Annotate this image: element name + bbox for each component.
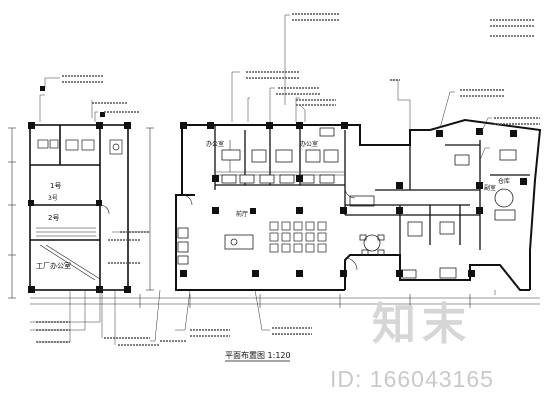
room-label-office-b: 办公室 [300,140,318,148]
left-wing-fixtures [37,139,123,155]
main-inner-walls [214,125,530,255]
left-wing-columns [28,86,131,293]
workstation-desks [221,127,339,184]
room-label-left-4: 工厂办公室 [36,261,71,270]
room-label-hall: 前厅 [236,210,248,218]
room-label-office-a: 办公室 [206,140,224,148]
door-swings [99,187,358,271]
seating-grid [269,221,327,253]
drawing-title: 平面布置图 1:120 [225,350,291,360]
room-label-corner: 仓库 [498,177,510,185]
left-wing-walls [29,124,129,291]
main-columns [180,122,527,277]
callout-leaders [30,14,496,345]
main-outer-walls [175,118,542,291]
watermark-id: ID: 166043165 [330,366,494,392]
left-wing-stairs [36,227,101,281]
room-label-side-room: 副室 [484,184,496,192]
room-label-left-3: 3号 [48,195,58,202]
callout-notes [36,13,540,346]
room-label-left-2: 2号 [48,214,59,222]
watermark-logo: 知末 [372,300,472,349]
reception-furniture [177,149,517,279]
room-label-left-1: 1号 [50,182,61,190]
